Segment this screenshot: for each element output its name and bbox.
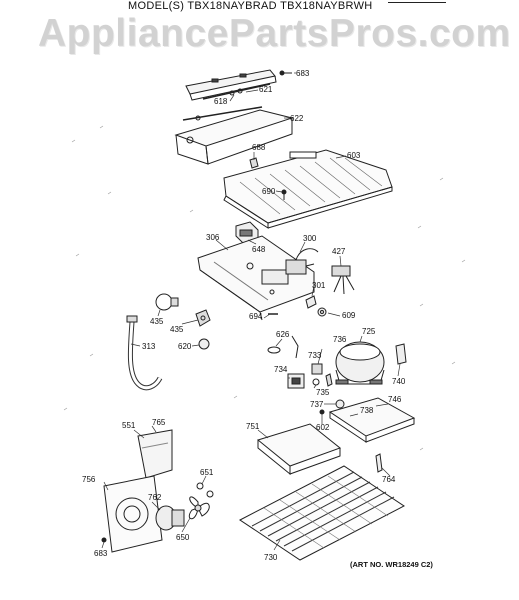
- part-label-622: 622: [290, 114, 304, 123]
- rod-618: [182, 106, 263, 121]
- fan-motor-762: [155, 505, 185, 531]
- cover-part-622: [174, 109, 294, 165]
- part-736: [325, 373, 333, 387]
- part-label-650: 650: [176, 533, 190, 542]
- part-label-648: 648: [252, 245, 266, 254]
- art-number: (ART NO. WR18249 C2): [350, 560, 433, 569]
- watermark: AppliancePartsPros.com: [38, 12, 511, 55]
- compressor-725: [335, 341, 385, 385]
- part-764: [375, 453, 383, 473]
- part-label-435-bulb: 435: [150, 317, 164, 326]
- part-label-603: 603: [347, 151, 361, 160]
- part-602: [319, 409, 325, 415]
- part-label-740: 740: [392, 377, 406, 386]
- part-label-683-top: 683: [296, 69, 310, 78]
- part-label-738: 738: [360, 406, 374, 415]
- part-label-551: 551: [122, 421, 136, 430]
- overload-734: [287, 373, 305, 389]
- fan-blade-650: [188, 496, 210, 520]
- lamp-bulb-435: [155, 293, 179, 311]
- part-label-735: 735: [316, 388, 330, 397]
- part-label-602: 602: [316, 423, 330, 432]
- part-733: [311, 363, 323, 375]
- title-underline: [388, 2, 446, 3]
- part-label-762: 762: [148, 493, 162, 502]
- part-620: [198, 338, 210, 350]
- part-label-427: 427: [332, 247, 346, 256]
- fan-bracket-756: [103, 475, 163, 553]
- part-label-306: 306: [206, 233, 220, 242]
- part-label-736: 736: [333, 335, 347, 344]
- part-label-725: 725: [362, 327, 376, 336]
- base-plate-746: [328, 397, 416, 443]
- part-label-300: 300: [303, 234, 317, 243]
- part-label-651: 651: [200, 468, 214, 477]
- part-label-626: 626: [276, 330, 290, 339]
- part-label-621: 621: [259, 85, 273, 94]
- part-label-764: 764: [382, 475, 396, 484]
- drain-pan-751: [256, 423, 342, 476]
- part-label-694: 694: [249, 312, 263, 321]
- scatter-marks: [63, 125, 466, 451]
- part-737: [335, 399, 345, 409]
- part-735: [312, 378, 320, 386]
- rod-621: [202, 83, 271, 100]
- bracket-740: [395, 343, 407, 365]
- part-651: [196, 482, 214, 498]
- thermostat-300: [285, 248, 319, 275]
- part-301: [305, 295, 317, 309]
- part-label-313: 313: [142, 342, 156, 351]
- part-label-609: 609: [342, 311, 356, 320]
- control-housing-306: [197, 235, 315, 321]
- part-label-730: 730: [264, 553, 278, 562]
- screw-683-top: [279, 70, 292, 76]
- top-bracket-part: [185, 69, 277, 101]
- condenser-coil-730: [239, 465, 405, 561]
- part-label-620: 620: [178, 342, 192, 351]
- harness-427: [331, 265, 355, 295]
- part-label-618: 618: [214, 97, 228, 106]
- part-label-683-bottom: 683: [94, 549, 108, 558]
- drain-tube-313: [126, 315, 163, 391]
- part-label-737: 737: [310, 400, 324, 409]
- part-label-756: 756: [82, 475, 96, 484]
- part-609: [317, 307, 327, 317]
- part-label-751: 751: [246, 422, 260, 431]
- part-label-690: 690: [262, 187, 276, 196]
- model-title: MODEL(S) TBX18NAYBRAD TBX18NAYBRWH: [128, 0, 373, 12]
- part-label-301: 301: [312, 281, 326, 290]
- part-label-746: 746: [388, 395, 402, 404]
- part-label-765: 765: [152, 418, 166, 427]
- part-label-435-socket: 435: [170, 325, 184, 334]
- part-label-734: 734: [274, 365, 288, 374]
- leader-lines: [101, 72, 401, 551]
- panel-765: [137, 429, 173, 479]
- screw-683-bottom: [101, 537, 107, 543]
- part-626: [267, 335, 299, 359]
- shelf-part-603: [223, 149, 393, 229]
- part-label-688: 688: [252, 143, 266, 152]
- lamp-socket-435: [195, 309, 211, 327]
- relay-part-648: [235, 221, 259, 245]
- part-label-733: 733: [308, 351, 322, 360]
